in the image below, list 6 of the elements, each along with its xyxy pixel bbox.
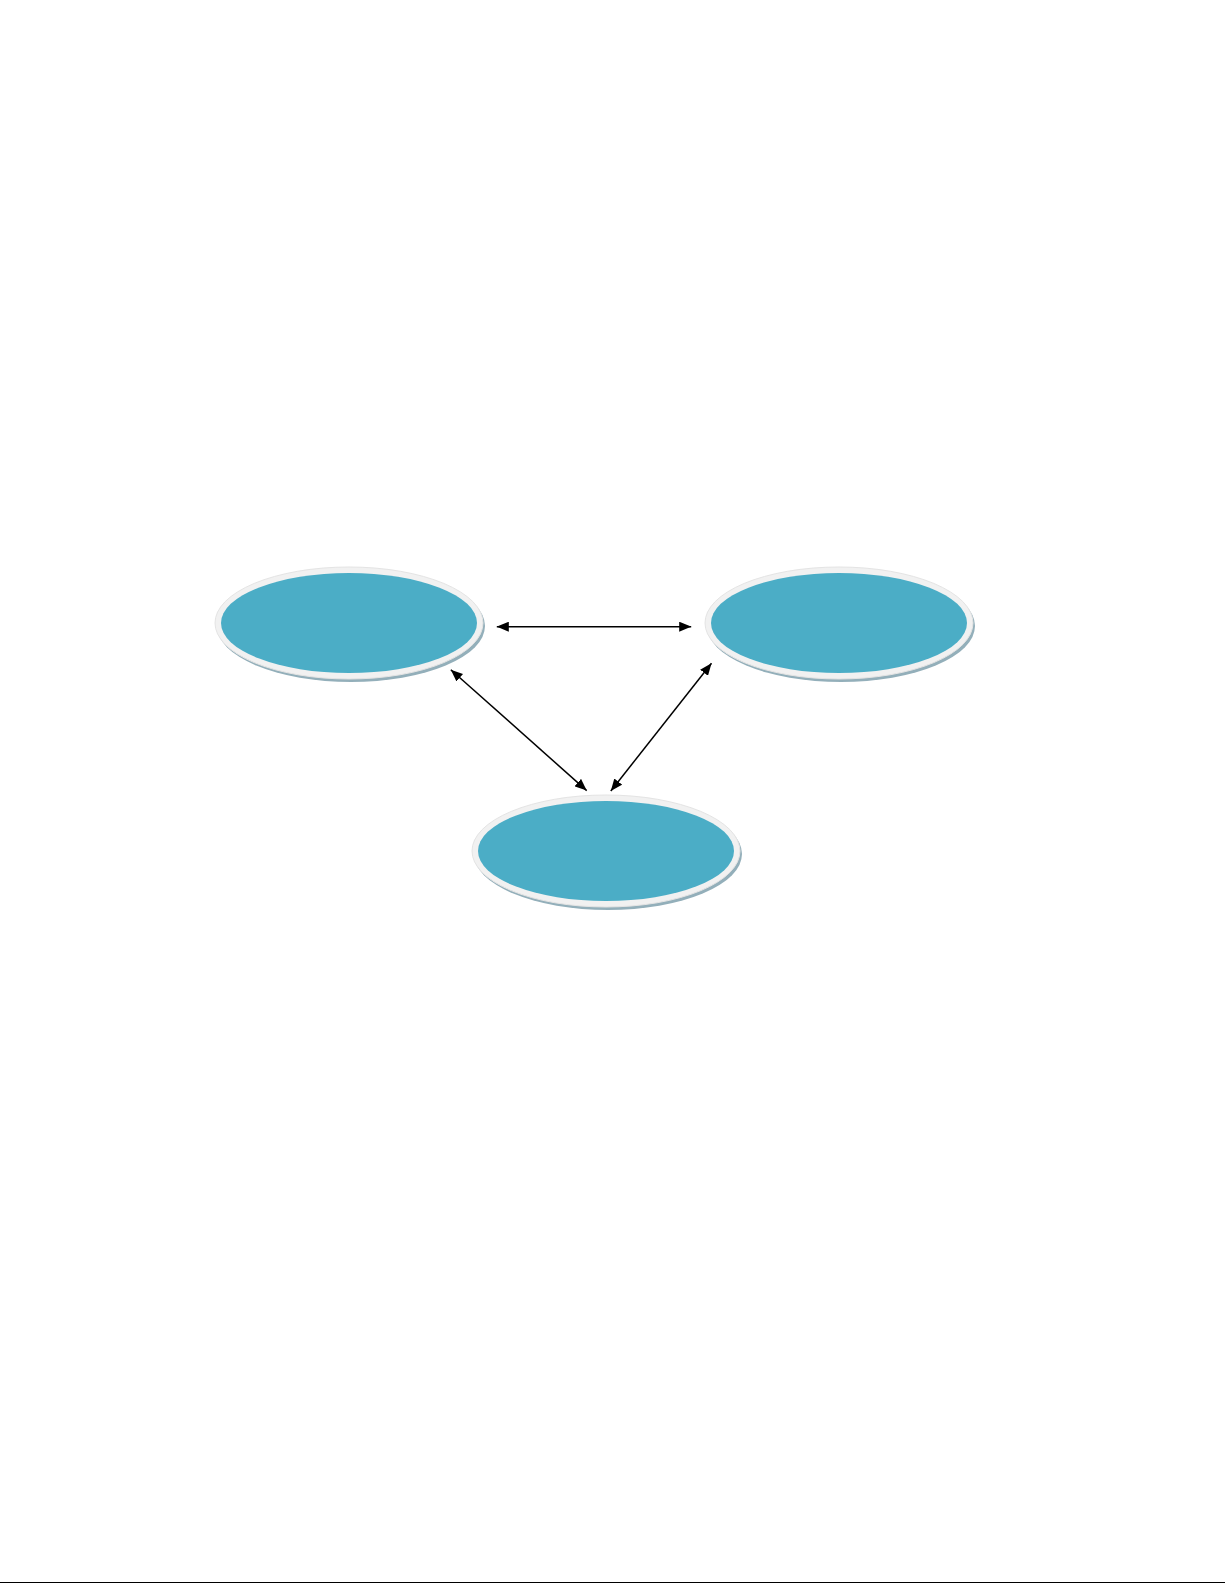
double-arrow <box>496 621 692 632</box>
ellipse-node <box>215 567 487 683</box>
double-arrow <box>610 662 713 792</box>
ellipse-node <box>472 795 744 911</box>
double-arrow <box>450 668 588 792</box>
ellipse-node <box>705 567 977 683</box>
